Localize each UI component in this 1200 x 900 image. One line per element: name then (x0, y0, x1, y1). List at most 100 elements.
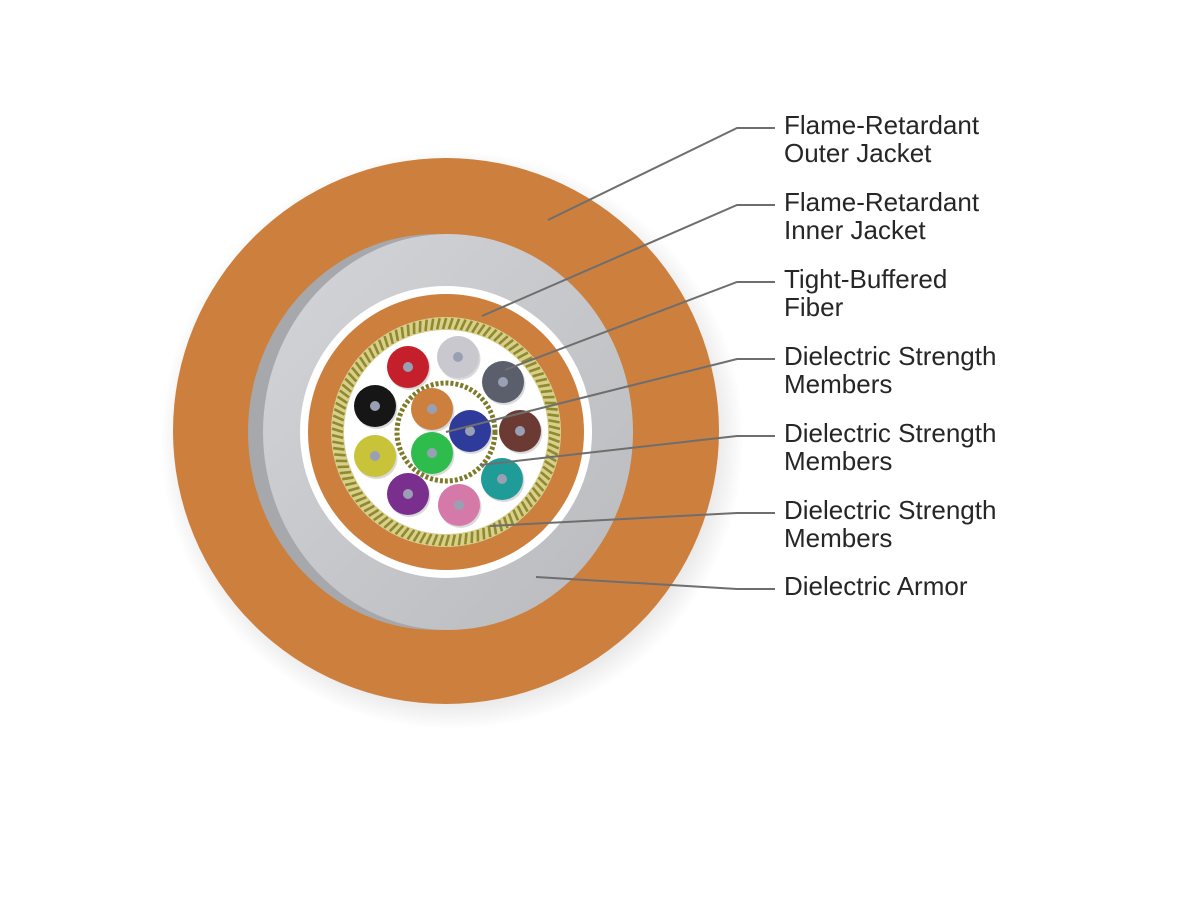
yarn-strand (355, 495, 367, 503)
callout-label: Dielectric Armor (784, 571, 968, 601)
black-fiber (354, 385, 398, 429)
yarn-strand (512, 509, 520, 521)
yarn-strand (425, 533, 433, 545)
yarn-strand (493, 331, 504, 342)
yarn-strand (548, 430, 561, 437)
fiber-core (497, 474, 507, 484)
yarn-strand (347, 372, 358, 383)
yarn-strand (388, 522, 399, 533)
yarn-strand (535, 377, 548, 383)
yarn-strand (457, 533, 462, 546)
yarn-strand (341, 383, 352, 393)
yarn-strand (372, 512, 384, 522)
yarn-strand (503, 338, 514, 348)
yarn-strand (520, 500, 529, 513)
yarn-strand (542, 465, 553, 475)
yarn-strand (531, 486, 542, 498)
yarn-strand (400, 326, 405, 339)
yarn-strand (540, 471, 551, 481)
yarn-strand (512, 347, 524, 356)
yarn-strand (394, 329, 400, 342)
rose-fiber (438, 484, 482, 528)
slate-fiber (482, 361, 526, 405)
yarn-strand (498, 335, 509, 345)
leader-line (547, 127, 775, 221)
yarn-strand (383, 519, 394, 529)
yarn-strand (336, 395, 348, 405)
yarn-strand (465, 320, 474, 332)
red-fiber (387, 346, 431, 390)
yarn-strand (418, 320, 422, 333)
violet-fiber (387, 473, 431, 517)
yarn-strand (538, 383, 550, 388)
tight-buffered-fibers (354, 336, 543, 528)
yarn-strand (546, 407, 558, 411)
yarn-strand (537, 476, 548, 487)
yarn-strand (354, 361, 364, 373)
yarn-strand (333, 408, 346, 416)
white-fiber (437, 336, 481, 380)
yarn-strand (482, 326, 492, 337)
green-fiber (411, 432, 455, 476)
yarn-strand (363, 351, 372, 364)
yarn-strand (517, 351, 529, 360)
yarn-strand (532, 372, 545, 378)
leader-line (479, 435, 775, 466)
outer-strength-yarn-texture (331, 317, 561, 547)
yarn-strand (335, 401, 347, 410)
yarn-strand (528, 366, 541, 373)
yarn-strand (351, 491, 364, 498)
leader-line (481, 204, 775, 317)
yarn-strand (344, 377, 355, 388)
yarn-strand (546, 448, 559, 456)
leader-line (535, 576, 775, 590)
yarn-strand (400, 527, 410, 538)
leader-line (504, 281, 775, 371)
yarn-strand (502, 516, 509, 529)
yarn-strand (332, 440, 344, 446)
yarn-strand (545, 454, 557, 463)
yarn-strand (359, 500, 371, 508)
yarn-strand (406, 529, 416, 541)
yarn-strand (378, 516, 389, 526)
yarn-strand (525, 361, 537, 369)
yarn-strand (516, 505, 525, 517)
yarn-strand (482, 527, 486, 540)
fiber-core (403, 489, 413, 499)
yarn-strand (508, 342, 520, 352)
callout-dielectric-armor: Dielectric Armor (535, 571, 968, 601)
yarn-strand (438, 534, 445, 547)
yarn-strand (487, 328, 498, 340)
yellow-fiber (354, 435, 398, 479)
yarn-strand (339, 389, 350, 399)
fiber-core (370, 451, 380, 461)
yarn-strand (548, 418, 560, 424)
yarn-strand (388, 332, 395, 345)
yarn-strand (476, 323, 486, 335)
leader-line (489, 512, 775, 527)
yarn-strand (424, 319, 429, 332)
yarn-strand (332, 414, 345, 422)
yarn-strand (463, 532, 468, 545)
yarn-strand (339, 470, 352, 475)
yarn-strand (383, 335, 390, 348)
yarn-strand (521, 356, 533, 364)
yarn-strand (406, 324, 410, 337)
yarn-strand (453, 318, 461, 330)
yarn-strand (394, 524, 405, 536)
yarn-strand (435, 317, 441, 330)
yarn-strand (524, 496, 534, 508)
yarn-strand (548, 436, 561, 444)
aqua-fiber (481, 458, 525, 502)
yarn-strand (487, 525, 492, 538)
yarn-strand (441, 317, 448, 330)
